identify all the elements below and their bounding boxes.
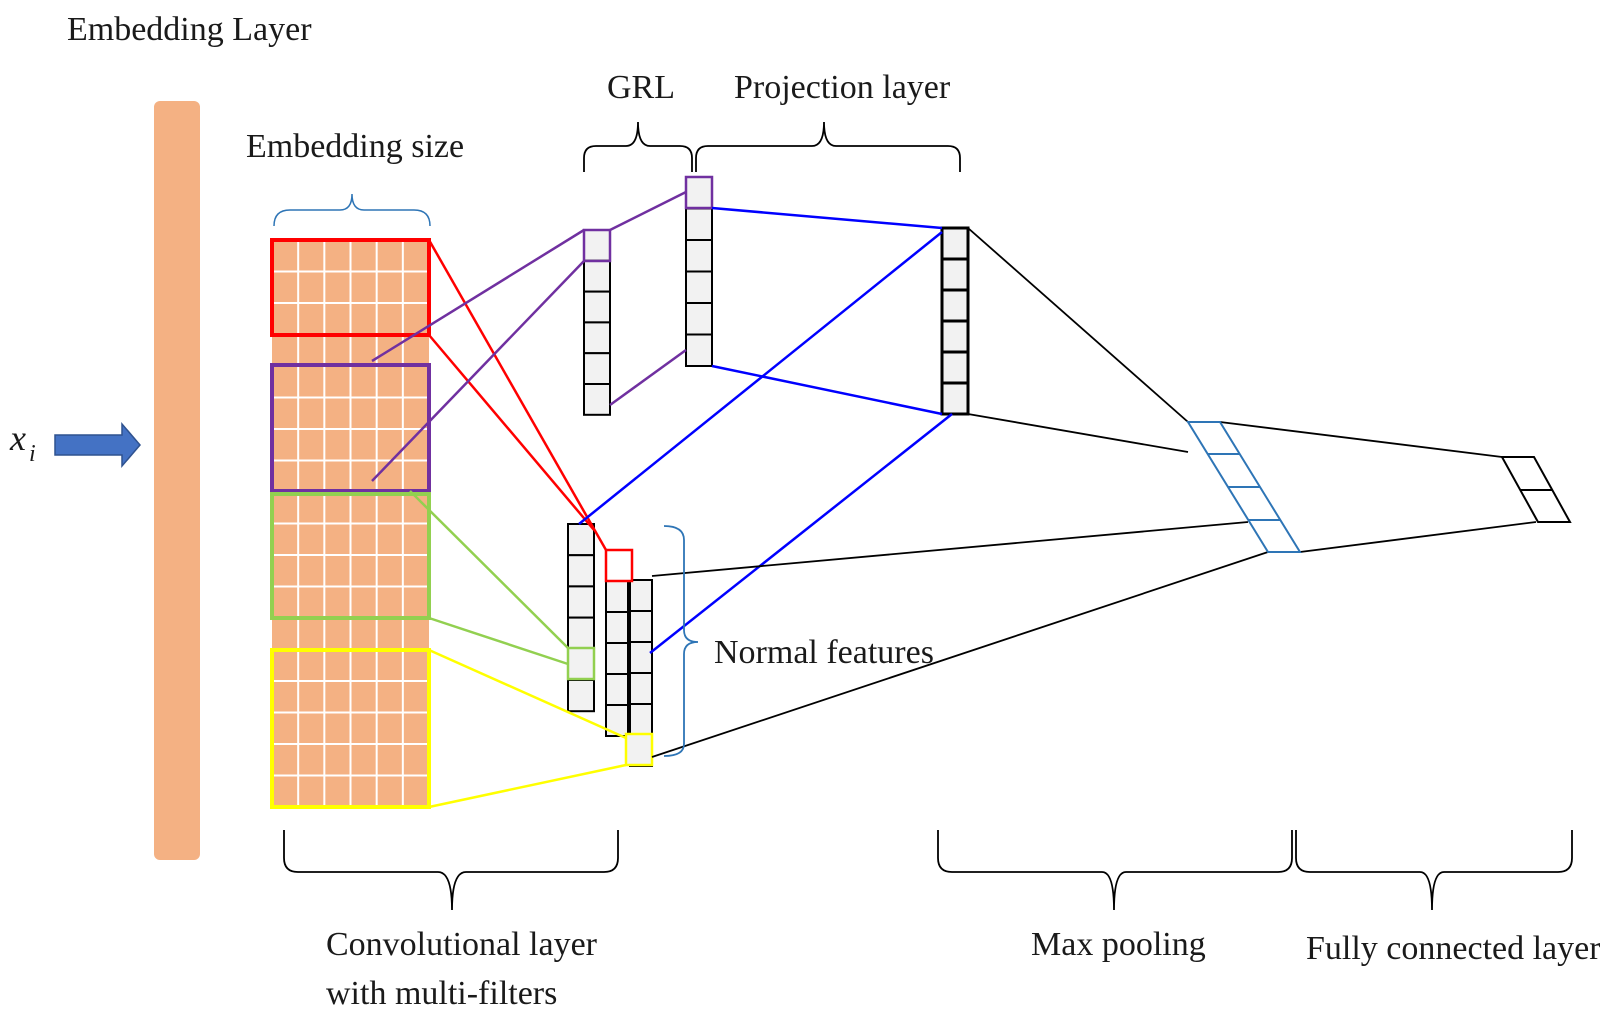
fully-connected-label: Fully connected layer <box>1306 930 1600 967</box>
projection-feature-column <box>685 176 713 367</box>
input-symbol: x <box>9 418 26 458</box>
normal-features-brace <box>663 525 699 757</box>
projection-layer-label: Projection layer <box>734 69 951 106</box>
yellow-feature-cell <box>624 732 654 767</box>
embedding-layer-bar <box>154 101 200 860</box>
fully-connected-output <box>1500 456 1572 523</box>
grl-label: GRL <box>607 69 675 106</box>
embedding-size-label: Embedding size <box>246 128 464 165</box>
max-pooling-label: Max pooling <box>1031 926 1206 963</box>
max-pooling-vector <box>1186 421 1302 553</box>
conv-layer-brace <box>283 830 619 911</box>
conv-layer-label-line1: Convolutional layer <box>326 926 598 963</box>
embedding-size-brace <box>273 193 431 227</box>
input-subscript: i <box>29 441 36 467</box>
projection-output-column <box>940 226 970 416</box>
filter-connection-lines <box>371 190 687 809</box>
grl-top-cell <box>582 228 612 263</box>
green-feature-cell <box>566 646 596 681</box>
input-arrow-icon <box>54 421 141 469</box>
normal-feature-column-1 <box>567 523 595 713</box>
max-pooling-brace <box>937 830 1293 911</box>
projection-connection-lines <box>578 206 953 654</box>
filter-purple <box>270 363 431 493</box>
conv-layer-label-line2: with multi-filters <box>326 975 557 1012</box>
filter-green <box>270 492 431 620</box>
embedding-matrix <box>272 240 429 807</box>
fully-connected-brace <box>1295 830 1573 911</box>
grl-brace <box>583 121 693 172</box>
projection-layer-brace <box>695 121 961 172</box>
grl-feature-column <box>583 229 611 416</box>
normal-features-label: Normal features <box>714 634 934 671</box>
pooling-connection-lines <box>651 227 1537 758</box>
normal-feature-column-2 <box>605 549 629 737</box>
embedding-layer-label: Embedding Layer <box>67 11 312 48</box>
filter-yellow <box>270 648 431 809</box>
red-feature-cell <box>604 548 634 583</box>
filter-red <box>270 238 431 337</box>
